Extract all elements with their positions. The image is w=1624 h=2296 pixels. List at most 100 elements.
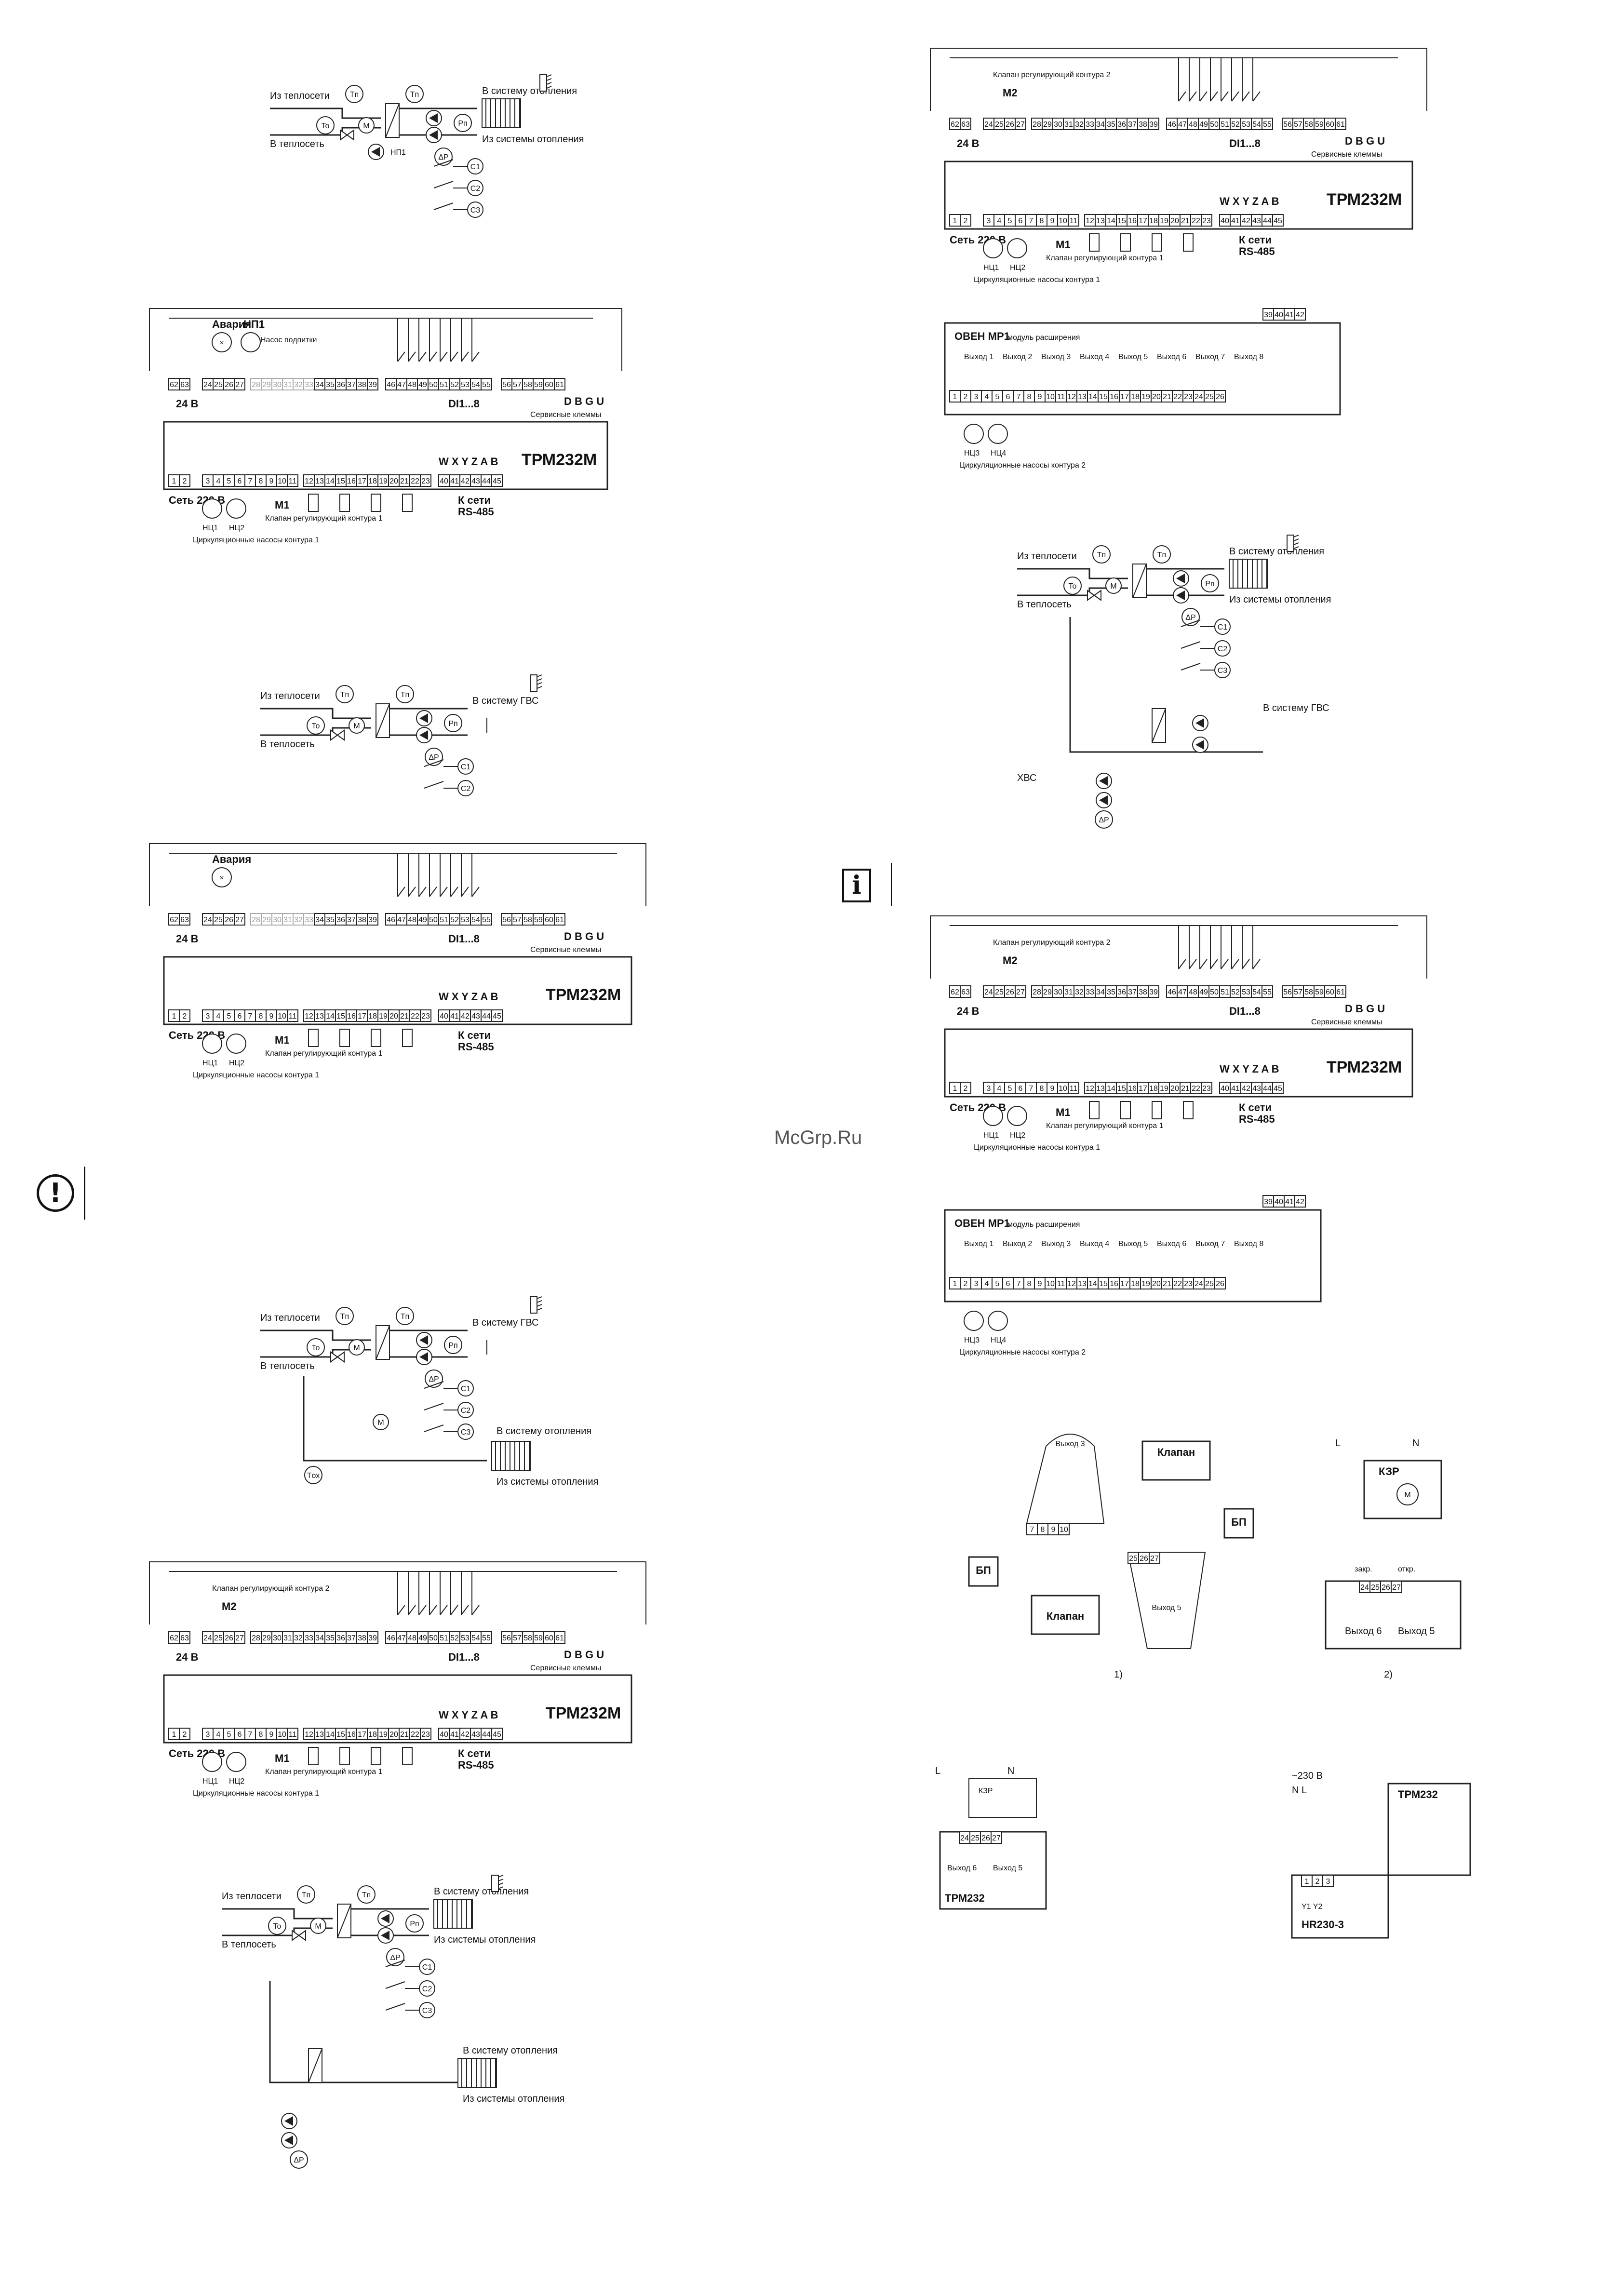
pump-arrow-icon — [1195, 740, 1204, 750]
pump-label: НЦ4 — [991, 1336, 1006, 1344]
pump-label: НЦ2 — [229, 1059, 244, 1067]
terminal-number: 47 — [1178, 121, 1187, 129]
out5-label: Выход 5 — [1398, 1626, 1435, 1637]
terminal — [481, 913, 492, 926]
terminal-number: 52 — [450, 916, 459, 924]
wire — [418, 1605, 427, 1615]
terminal-number: 3 — [987, 1085, 991, 1093]
pipe — [260, 708, 371, 719]
wire — [1181, 641, 1201, 649]
terminal-number: 36 — [1117, 988, 1126, 996]
terminal-number: 36 — [336, 381, 345, 389]
terminal-number: 34 — [1096, 121, 1105, 129]
pipe — [930, 48, 1427, 111]
rs485-label: RS-485 — [1239, 1113, 1275, 1125]
valve-m1-label: М1 — [1056, 1106, 1071, 1118]
module-output-label: Выход 4 — [1080, 353, 1109, 361]
to-net-label: В теплосеть — [222, 1939, 276, 1950]
cold-water-label: ХВС — [1017, 773, 1036, 783]
terminal-number: 45 — [1274, 217, 1282, 225]
valve-motor-icon — [349, 1339, 365, 1356]
terminal-number: 3 — [987, 217, 991, 225]
valve-m1-label: М1 — [275, 1034, 290, 1046]
terminal-number: 39 — [1264, 1198, 1273, 1206]
terminal-number: 9 — [1050, 217, 1055, 225]
terminal-number: 21 — [1163, 393, 1171, 401]
terminal-number: 49 — [1199, 988, 1208, 996]
sensor-label: To — [1069, 582, 1077, 591]
terminal-number: 24 — [984, 121, 993, 129]
terminal-number: 39 — [1264, 311, 1273, 319]
pump-icon — [964, 1311, 984, 1331]
sensor-label: Pп — [458, 120, 467, 128]
terminal-number: 25 — [214, 916, 223, 924]
wire — [1181, 619, 1201, 627]
terminal-number: 13 — [1096, 1085, 1105, 1093]
terminal — [179, 1728, 190, 1740]
switch-contact-icon — [1214, 618, 1231, 635]
interface-pins-label: W X Y Z A B — [439, 1709, 498, 1721]
terminal — [1272, 1082, 1284, 1094]
wire — [424, 1424, 444, 1432]
to-net-label: В теплосеть — [1017, 599, 1072, 610]
terminal — [491, 474, 503, 487]
terminal-number: 28 — [1033, 121, 1041, 129]
terminal-number: 26 — [981, 1834, 990, 1842]
terminal-number: 58 — [1304, 988, 1313, 996]
terminal-number: 32 — [1075, 988, 1084, 996]
terminal-number: 25 — [995, 988, 1004, 996]
dp-sensor-icon — [290, 2150, 308, 2169]
terminal — [1201, 1082, 1212, 1094]
terminal-number: 4 — [985, 1280, 989, 1288]
terminal — [1335, 985, 1346, 998]
terminal-number: 50 — [1210, 121, 1219, 129]
valve-label: Клапан — [1157, 1446, 1195, 1458]
interface-pins-label: W X Y Z A B — [439, 991, 498, 1003]
terminal-number: 10 — [1059, 217, 1067, 225]
module-subtitle: модуль расширения — [1007, 334, 1080, 342]
wire — [429, 1605, 437, 1615]
terminal-number: 7 — [1029, 217, 1033, 225]
terminal-number: 54 — [471, 1634, 480, 1642]
wire — [461, 1605, 469, 1615]
pipe — [260, 1329, 371, 1341]
terminal-number: 13 — [1078, 1280, 1087, 1288]
terminal-number: 12 — [305, 1012, 313, 1020]
terminal-number: 20 — [389, 477, 398, 485]
terminal — [554, 1631, 565, 1644]
y-label: Y1 Y2 — [1302, 1903, 1322, 1911]
terminal-number: 2 — [183, 477, 187, 485]
wire — [1181, 663, 1201, 671]
device-title: ТРМ232М — [1327, 190, 1402, 209]
valve1-label: Клапан регулирующий контура 1 — [1046, 254, 1164, 262]
terminal-number: 27 — [1016, 121, 1025, 129]
temp-sensor-icon — [402, 1747, 413, 1765]
warning-icon: ! — [37, 1174, 74, 1212]
terminal-number: 1 — [172, 1012, 176, 1020]
terminal-number: 25 — [214, 1634, 223, 1642]
temp-sensor-icon — [308, 1747, 319, 1765]
terminal-number: 16 — [347, 1012, 356, 1020]
pump-label: НЦ1 — [202, 524, 218, 532]
n-label: N — [1412, 1438, 1419, 1449]
sensor-label: Tп — [362, 1891, 371, 1899]
pump-arrow-icon — [419, 713, 428, 723]
terminal-number: 59 — [534, 1634, 543, 1642]
sensor-icon — [336, 1307, 354, 1325]
terminal-number: 53 — [1242, 988, 1250, 996]
terminal-number: 5 — [995, 393, 1000, 401]
terminal-number: 58 — [523, 381, 532, 389]
terminal — [287, 1009, 298, 1022]
terminal-number: 54 — [471, 381, 480, 389]
wire — [537, 1308, 542, 1311]
pump-icon — [1007, 238, 1027, 258]
terminal-number: 47 — [397, 1634, 406, 1642]
terminal-number: 22 — [411, 1012, 419, 1020]
terminal-number: 36 — [336, 916, 345, 924]
wire — [498, 1879, 504, 1881]
terminal — [179, 1009, 190, 1022]
valve-motor-icon — [358, 117, 375, 134]
pipe — [1017, 568, 1128, 579]
